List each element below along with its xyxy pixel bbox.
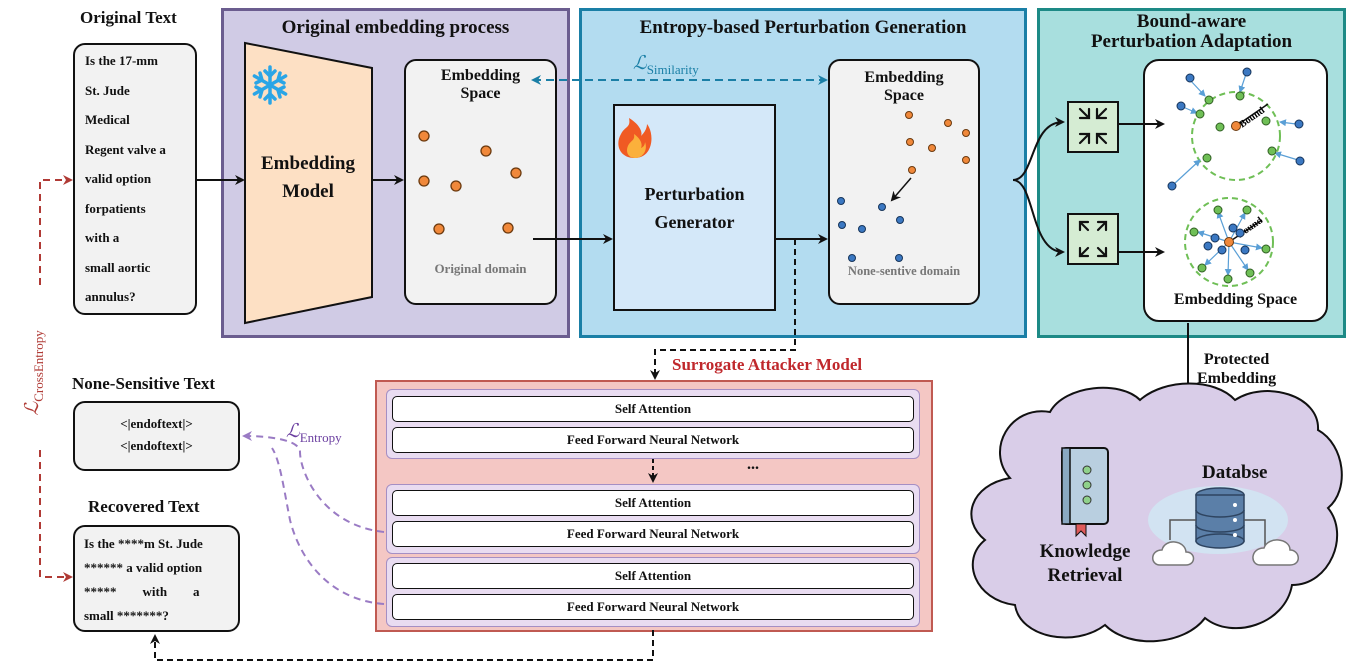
original-text-line: forpatients bbox=[85, 200, 146, 216]
perturbation-generator-label: Perturbation Generator bbox=[613, 180, 776, 236]
cross-entropy-symbol: ℒ bbox=[22, 401, 44, 416]
original-text-heading: Original Text bbox=[80, 8, 177, 27]
original-text-line: Is the 17-mm bbox=[85, 53, 158, 68]
perturbation-generator-line2: Generator bbox=[654, 212, 735, 232]
protected-line2: Embedding bbox=[1197, 370, 1277, 387]
feed-forward-layer: Feed Forward Neural Network bbox=[392, 594, 914, 620]
embedding-model-line2: Model bbox=[282, 181, 334, 202]
self-attention-layer: Self Attention bbox=[392, 490, 914, 516]
entropy-loss-symbol: ℒ bbox=[286, 421, 300, 442]
entropy-loss-label: ℒEntropy bbox=[286, 420, 342, 446]
original-text-line: Medical bbox=[85, 112, 130, 127]
bound-embedding-space bbox=[1143, 59, 1328, 322]
entropy-curve-1 bbox=[242, 431, 385, 533]
book-icon bbox=[1061, 447, 1109, 538]
panel-bound-title: Bound-aware Perturbation Adaptation bbox=[1037, 12, 1346, 52]
similarity-loss-subscript: Similarity bbox=[646, 61, 699, 77]
perturbation-generator-line1: Perturbation bbox=[644, 184, 745, 204]
recovered-heading: Recovered Text bbox=[88, 497, 200, 516]
none-sensitive-line: <|endoftext|> bbox=[120, 438, 193, 453]
entropy-loss-subscript: Entropy bbox=[299, 429, 342, 445]
original-text-line: small aortic bbox=[85, 259, 151, 275]
database-label: Databse bbox=[1202, 462, 1268, 483]
original-text-line: Regent valve a bbox=[85, 141, 166, 157]
none-sensitive-box: <|endoftext|> <|endoftext|> bbox=[73, 401, 240, 471]
feed-forward-layer: Feed Forward Neural Network bbox=[392, 521, 914, 547]
panel-bound-title-line2: Perturbation Adaptation bbox=[1090, 31, 1293, 52]
cross-entropy-subscript: CrossEntropy bbox=[30, 330, 46, 402]
similarity-loss-label: ℒSimilarity bbox=[633, 52, 699, 78]
cross-entropy-loss-label: ℒCrossEntropy bbox=[21, 303, 47, 443]
recovered-box: Is the ****m St. Jude ****** a valid opt… bbox=[73, 525, 240, 632]
original-text-line: valid option bbox=[85, 171, 152, 186]
recovered-line: small *******? bbox=[84, 608, 169, 623]
recovered-line: ****** a valid option bbox=[84, 560, 203, 575]
self-attention-layer: Self Attention bbox=[392, 563, 914, 589]
cross-entropy-arrow-bottom bbox=[39, 450, 73, 582]
recovered-line: Is the ****m St. Jude bbox=[84, 536, 203, 551]
perturbed-space-title-line2: Space bbox=[884, 87, 924, 104]
knowledge-retrieval-label: Knowledge Retrieval bbox=[1020, 540, 1150, 588]
none-sensitive-line: <|endoftext|> bbox=[120, 416, 193, 431]
similarity-loss-symbol: ℒ bbox=[633, 53, 647, 74]
expand-button bbox=[1067, 213, 1119, 265]
original-domain-label: Original domain bbox=[434, 261, 527, 276]
cross-entropy-arrow-top bbox=[39, 175, 73, 285]
original-text-line: annulus? bbox=[85, 289, 136, 304]
protected-line1: Protected bbox=[1203, 351, 1270, 368]
protected-embedding-label: Protected Embedding bbox=[1197, 350, 1276, 388]
ellipsis-label: ... bbox=[747, 456, 759, 473]
original-text-line: with a bbox=[85, 230, 120, 245]
panel-entropy-title: Entropy-based Perturbation Generation bbox=[639, 17, 967, 38]
compress-button bbox=[1067, 101, 1119, 153]
feed-forward-layer: Feed Forward Neural Network bbox=[392, 427, 914, 453]
cloud-shape bbox=[970, 382, 1343, 643]
database-icon bbox=[1148, 486, 1299, 566]
panel-original-title: Original embedding process bbox=[281, 17, 510, 38]
original-text-box: Is the 17-mm St. Jude Medical Regent val… bbox=[73, 43, 197, 315]
none-sensitive-heading: None-Sensitive Text bbox=[72, 374, 216, 393]
original-text-line: St. Jude bbox=[85, 82, 130, 98]
self-attention-layer: Self Attention bbox=[392, 396, 914, 422]
original-space-title-line2: Space bbox=[460, 85, 501, 102]
none-sensitive-domain-label: None-sentive domain bbox=[847, 264, 961, 278]
recovered-line: ***** with a bbox=[84, 584, 200, 599]
surrogate-to-recovered-arrow bbox=[150, 630, 654, 661]
surrogate-title: Surrogate Attacker Model bbox=[672, 355, 863, 374]
knowledge-line2: Retrieval bbox=[1047, 565, 1123, 586]
knowledge-line1: Knowledge bbox=[1039, 541, 1131, 562]
original-space-title-line1: Embedding bbox=[440, 67, 521, 84]
entropy-curve-2 bbox=[271, 447, 385, 605]
perturbed-space-title-line1: Embedding bbox=[864, 69, 944, 86]
panel-bound-title-line1: Bound-aware bbox=[1136, 11, 1247, 32]
embedding-model-line1: Embedding bbox=[261, 153, 355, 174]
bound-space-label: Embedding Space bbox=[1173, 291, 1298, 308]
embedding-model-label: Embedding Model bbox=[243, 150, 373, 206]
